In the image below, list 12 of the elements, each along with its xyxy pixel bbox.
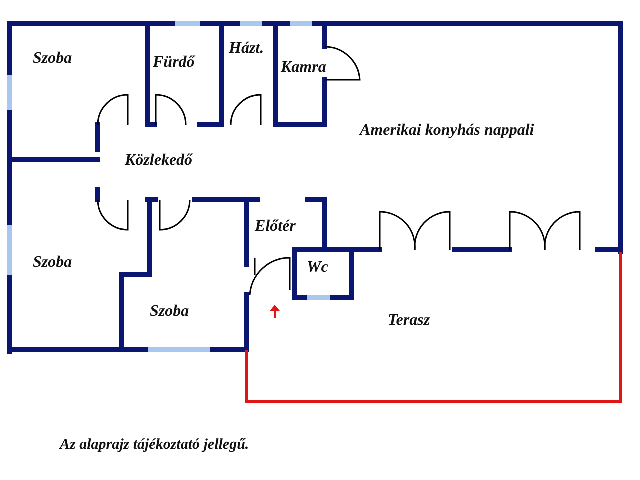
room-label: Szoba (33, 50, 72, 68)
room-label: Amerikai konyhás nappali (360, 122, 534, 140)
caption: Az alaprajz tájékoztató jellegű. (60, 437, 250, 454)
room-label: Fürdő (153, 54, 195, 72)
room-label: Szoba (150, 303, 190, 321)
room-label: Terasz (388, 312, 430, 330)
room-label: Szoba (33, 254, 72, 272)
room-label: Kamra (281, 59, 326, 77)
room-label: Előtér (255, 218, 296, 236)
room-label: Közlekedő (125, 152, 193, 170)
room-label: Házt. (229, 40, 264, 58)
room-label: Wc (307, 259, 328, 277)
